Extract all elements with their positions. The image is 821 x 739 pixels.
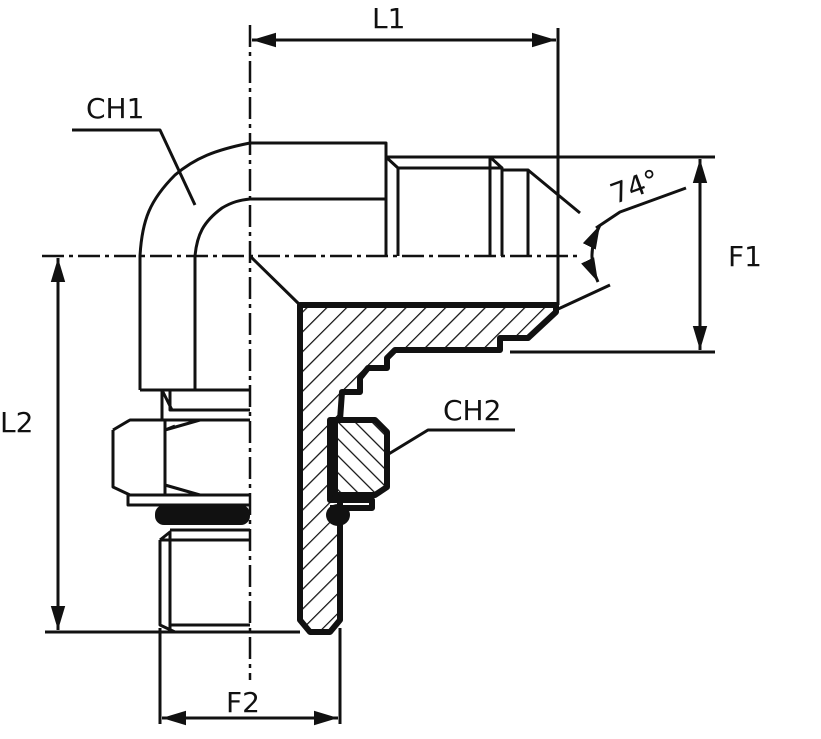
angle-dimension: [555, 186, 687, 312]
label-ch1: CH1: [86, 92, 144, 125]
o-ring-left: [155, 505, 250, 525]
elbow-body: [138, 141, 388, 392]
label-ch2: CH2: [443, 394, 501, 427]
dimension-l2: [45, 258, 175, 634]
dimension-f1: [490, 155, 715, 354]
thread-nipple: [248, 155, 581, 307]
label-angle: 74°: [606, 163, 664, 211]
locknut-ch2: [332, 417, 390, 498]
label-f1: F1: [728, 240, 762, 273]
section-hatch: [297, 302, 559, 635]
leader-ch2: [386, 428, 515, 457]
label-l1: L1: [372, 2, 405, 35]
left-stud: [111, 389, 300, 634]
dimension-f2: [158, 628, 342, 726]
label-f2: F2: [226, 686, 260, 719]
leader-ch1: [72, 128, 197, 206]
o-ring-right: [326, 504, 350, 526]
label-l2: L2: [0, 406, 33, 439]
dimension-l1: [252, 28, 560, 305]
